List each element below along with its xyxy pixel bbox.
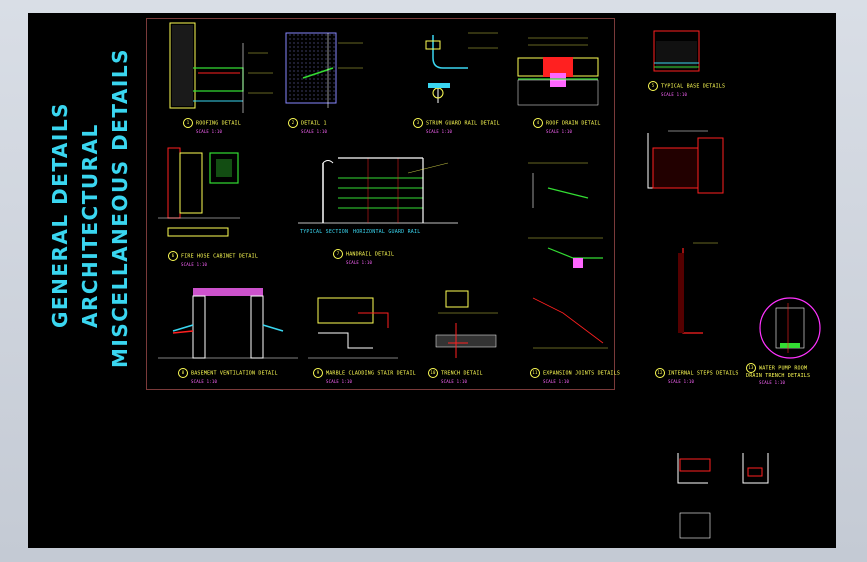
handrail-elevation-label: HORIZONTAL GUARD RAIL <box>353 229 421 235</box>
internal-steps-drawing <box>647 130 724 334</box>
roof-drain-drawing <box>517 37 599 106</box>
sheet-border <box>146 18 615 390</box>
handrail-section-label: TYPICAL SECTION <box>300 229 349 235</box>
cad-canvas[interactable]: GENERAL DETAILS ARCHITECTURAL MISCELLANE… <box>28 13 836 548</box>
base-detail-drawing <box>653 30 700 72</box>
trench-drawing <box>435 290 498 358</box>
marble-stair-drawing <box>308 297 398 359</box>
guard-rail-drawing <box>425 32 498 103</box>
expansion-joints-drawing <box>528 162 608 349</box>
lower-details-drawing <box>677 453 769 539</box>
pump-room-drawing <box>759 297 821 359</box>
handrail-drawing <box>298 157 458 224</box>
roofing-detail-drawing <box>169 22 273 113</box>
drawing-linework <box>158 22 821 539</box>
fire-hose-drawing <box>158 147 240 237</box>
basement-ventilation-drawing <box>158 288 298 359</box>
detail-2-drawing <box>285 32 363 108</box>
